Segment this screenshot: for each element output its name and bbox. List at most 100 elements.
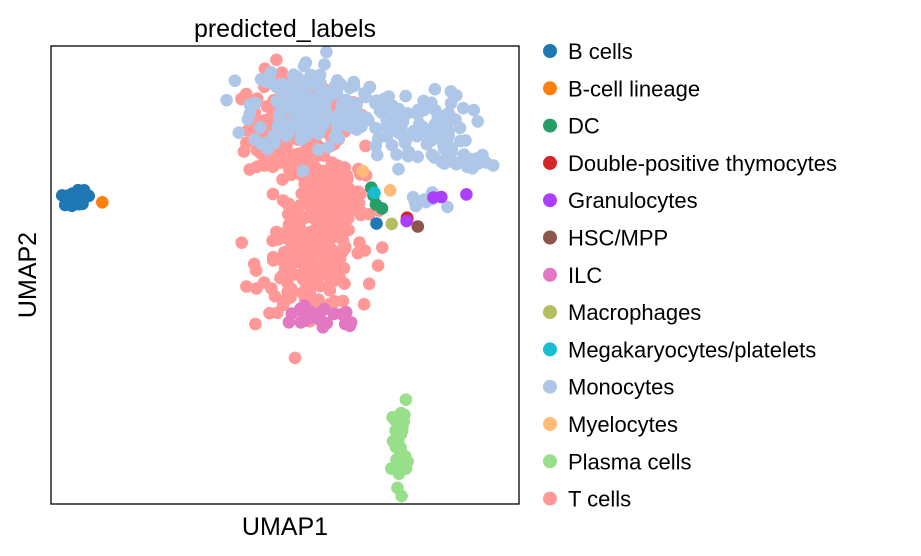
legend-item-10: Myelocytes	[543, 412, 678, 437]
legend-item-8: Megakaryocytes/platelets	[543, 337, 816, 362]
data-point-9	[390, 148, 403, 161]
plot-points	[55, 45, 500, 503]
data-point-9	[330, 121, 344, 134]
legend-label-8: Megakaryocytes/platelets	[568, 337, 816, 362]
data-point-9	[450, 158, 463, 171]
data-point-6	[343, 319, 357, 333]
data-point-9	[241, 113, 255, 126]
data-point-9	[428, 151, 441, 164]
legend-item-2: DC	[543, 114, 600, 139]
legend-marker-6	[543, 267, 557, 282]
data-point-9	[220, 93, 233, 107]
legend-marker-4	[543, 193, 557, 208]
data-point-9	[261, 142, 275, 156]
data-point-9	[228, 74, 242, 87]
data-point-9	[399, 89, 412, 103]
legend-marker-7	[543, 305, 557, 320]
data-point-12	[304, 251, 318, 264]
data-point-9	[331, 74, 344, 87]
data-point-12	[319, 259, 332, 272]
legend-label-2: DC	[568, 114, 600, 139]
data-point-12	[237, 145, 251, 158]
data-point-12	[309, 179, 323, 192]
legend-label-11: Plasma cells	[568, 449, 691, 474]
legend-item-9: Monocytes	[543, 375, 674, 400]
data-point-9	[342, 119, 355, 133]
data-point-9	[337, 101, 350, 115]
data-point-12	[276, 269, 289, 283]
data-point-11	[392, 467, 406, 481]
data-point-9	[441, 200, 454, 214]
data-point-6	[335, 307, 349, 321]
data-point-10	[356, 164, 370, 178]
data-point-9	[313, 83, 327, 97]
data-point-11	[389, 440, 403, 454]
data-point-12	[298, 153, 312, 166]
legend-label-5: HSC/MPP	[568, 226, 668, 251]
data-point-4	[460, 188, 473, 201]
data-point-12	[271, 306, 284, 320]
data-point-9	[390, 118, 404, 132]
data-point-12	[328, 215, 341, 229]
data-point-12	[257, 276, 271, 289]
data-point-9	[270, 80, 283, 94]
data-point-12	[249, 317, 262, 331]
data-point-9	[457, 101, 470, 115]
legend-marker-5	[543, 230, 557, 245]
data-point-0	[66, 191, 79, 205]
data-point-9	[358, 87, 371, 100]
data-point-6	[320, 316, 334, 330]
legend-item-4: Granulocytes	[543, 188, 698, 213]
legend-item-1: B-cell lineage	[543, 76, 700, 101]
data-point-10	[383, 184, 397, 197]
data-point-12	[327, 191, 340, 205]
legend-item-0: B cells	[543, 39, 633, 64]
chart-title: predicted_labels	[194, 15, 376, 43]
legend-label-3: Double-positive thymocytes	[568, 151, 837, 176]
legend-marker-1	[543, 81, 557, 96]
data-point-12	[322, 270, 336, 283]
data-point-9	[471, 115, 485, 128]
data-point-12	[288, 351, 302, 365]
data-point-9	[378, 92, 391, 106]
data-point-12	[357, 298, 371, 311]
data-point-9	[319, 96, 333, 110]
data-point-9	[467, 103, 481, 117]
data-point-9	[392, 162, 405, 176]
legend-label-10: Myelocytes	[568, 412, 678, 437]
legend-marker-12	[543, 491, 557, 506]
data-point-12	[354, 187, 368, 201]
data-point-12	[289, 225, 303, 238]
plot-frame	[50, 45, 520, 505]
legend-label-0: B cells	[568, 39, 633, 64]
legend-marker-8	[543, 342, 557, 357]
data-point-12	[266, 187, 280, 201]
data-point-9	[307, 120, 321, 134]
data-point-12	[309, 269, 322, 283]
data-point-12	[270, 53, 283, 67]
legend-label-4: Granulocytes	[568, 188, 698, 213]
legend-marker-11	[543, 454, 557, 469]
legend-marker-10	[543, 417, 557, 431]
data-point-9	[421, 135, 435, 149]
data-point-12	[281, 198, 295, 211]
data-point-12	[323, 162, 337, 176]
data-point-9	[443, 110, 457, 123]
data-point-11	[399, 393, 413, 407]
data-point-12	[299, 283, 313, 297]
data-point-6	[309, 310, 323, 323]
legend-label-12: T cells	[568, 487, 631, 512]
data-point-12	[255, 158, 269, 171]
data-point-9	[401, 149, 415, 163]
data-point-9	[348, 96, 362, 110]
data-point-12	[287, 268, 301, 281]
data-point-9	[304, 97, 317, 111]
data-point-12	[280, 140, 293, 153]
data-point-9	[297, 115, 310, 128]
data-point-11	[398, 450, 412, 463]
data-point-9	[459, 134, 472, 147]
data-point-9	[444, 85, 458, 98]
data-point-12	[376, 241, 389, 254]
data-point-4	[400, 214, 413, 228]
